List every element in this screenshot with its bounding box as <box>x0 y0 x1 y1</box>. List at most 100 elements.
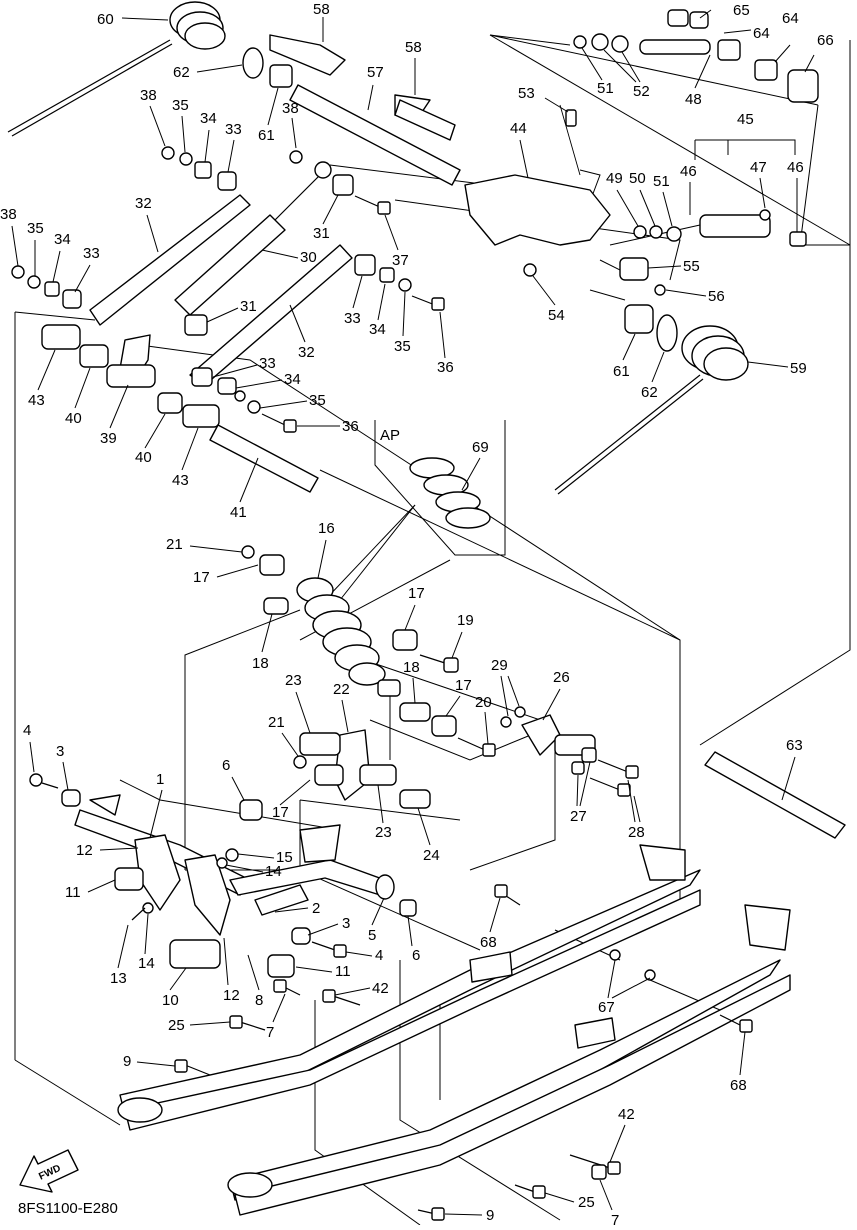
part-label: 62 <box>173 64 190 81</box>
part-label: 9 <box>123 1053 131 1070</box>
part-label: 35 <box>172 97 189 114</box>
part-label: 42 <box>372 980 389 997</box>
part-label: 47 <box>750 159 767 176</box>
part-label: 18 <box>403 659 420 676</box>
fwd-arrow-icon <box>19 1149 79 1193</box>
part-label: 38 <box>0 206 17 223</box>
part-label: 50 <box>629 170 646 187</box>
part-label: 15 <box>276 849 293 866</box>
part-label: 7 <box>611 1212 619 1225</box>
part-label: 32 <box>135 195 152 212</box>
part-label: 31 <box>240 298 257 315</box>
part-label: 28 <box>628 824 645 841</box>
part-label: 43 <box>28 392 45 409</box>
part-label: 64 <box>782 10 799 27</box>
part-label: 35 <box>27 220 44 237</box>
front-arm <box>74 794 395 936</box>
part-label: 67 <box>598 999 615 1016</box>
part-label: 56 <box>708 288 725 305</box>
part-label: 54 <box>548 307 565 324</box>
part-label: 43 <box>172 472 189 489</box>
part-label: 8 <box>255 992 263 1009</box>
part-label: 33 <box>344 310 361 327</box>
part-label: 53 <box>518 85 535 102</box>
part-label: 39 <box>100 430 117 447</box>
part-label: 35 <box>309 392 326 409</box>
part-label: 61 <box>258 127 275 144</box>
part-label: 4 <box>375 947 383 964</box>
part-label: 19 <box>457 612 474 629</box>
callout-label: AP <box>380 427 400 444</box>
part-label: 31 <box>313 225 330 242</box>
part-label: 58 <box>313 1 330 18</box>
part-label: 23 <box>375 824 392 841</box>
part-label: 25 <box>168 1017 185 1034</box>
slide-rails <box>117 844 791 1216</box>
part-label: 34 <box>54 231 71 248</box>
part-label: 46 <box>787 159 804 176</box>
part-label: 30 <box>300 249 317 266</box>
part-label: 17 <box>272 804 289 821</box>
part-label: 51 <box>597 80 614 97</box>
part-label: 68 <box>480 934 497 951</box>
part-label: 33 <box>83 245 100 262</box>
part-label: 60 <box>97 11 114 28</box>
part-label: 68 <box>730 1077 747 1094</box>
part-label: 35 <box>394 338 411 355</box>
part-label: 12 <box>223 987 240 1004</box>
part-label: 37 <box>392 252 409 269</box>
part-label: 17 <box>193 569 210 586</box>
part-label: 27 <box>570 808 587 825</box>
part-label: 33 <box>259 355 276 372</box>
part-label: 49 <box>606 170 623 187</box>
part-label: 3 <box>342 915 350 932</box>
part-label: 62 <box>641 384 658 401</box>
part-label: 22 <box>333 681 350 698</box>
part-label: 32 <box>298 344 315 361</box>
part-label: 18 <box>252 655 269 672</box>
part-label: 65 <box>733 2 750 19</box>
part-label: 1 <box>156 771 164 788</box>
part-label: 44 <box>510 120 527 137</box>
part-label: 36 <box>437 359 454 376</box>
part-label: 34 <box>284 371 301 388</box>
part-label: 17 <box>408 585 425 602</box>
part-label: 42 <box>618 1106 635 1123</box>
part-label: 21 <box>268 714 285 731</box>
part-label: 6 <box>222 757 230 774</box>
part-label: 51 <box>653 173 670 190</box>
part-label: 41 <box>230 504 247 521</box>
part-label: 23 <box>285 672 302 689</box>
part-label: 64 <box>753 25 770 42</box>
part-label: 38 <box>140 87 157 104</box>
part-label: 4 <box>23 722 31 739</box>
part-label: 48 <box>685 91 702 108</box>
part-label: 57 <box>367 64 384 81</box>
part-number-labels: 60 58 65 64 64 66 58 62 57 51 52 48 38 3… <box>0 1 834 1229</box>
part-label: 61 <box>613 363 630 380</box>
part-label: 10 <box>162 992 179 1009</box>
part-label: 33 <box>225 121 242 138</box>
part-label: 40 <box>65 410 82 427</box>
part-label: 7 <box>266 1024 274 1041</box>
rear-shock <box>296 577 401 697</box>
part-label: 20 <box>475 694 492 711</box>
part-label: 66 <box>817 32 834 49</box>
part-label: 3 <box>56 743 64 760</box>
part-label: 13 <box>110 970 127 987</box>
part-label: 55 <box>683 258 700 275</box>
part-label: 59 <box>790 360 807 377</box>
part-label: 14 <box>265 863 282 880</box>
part-label: 14 <box>138 955 155 972</box>
part-label: 21 <box>166 536 183 553</box>
part-label: 52 <box>633 83 650 100</box>
part-label: 17 <box>455 677 472 694</box>
part-label: 25 <box>578 1194 595 1211</box>
leader-lines <box>14 34 851 1226</box>
part-label: 40 <box>135 449 152 466</box>
part-label: 34 <box>200 110 217 127</box>
part-label: 2 <box>312 900 320 917</box>
part-label: 63 <box>786 737 803 754</box>
